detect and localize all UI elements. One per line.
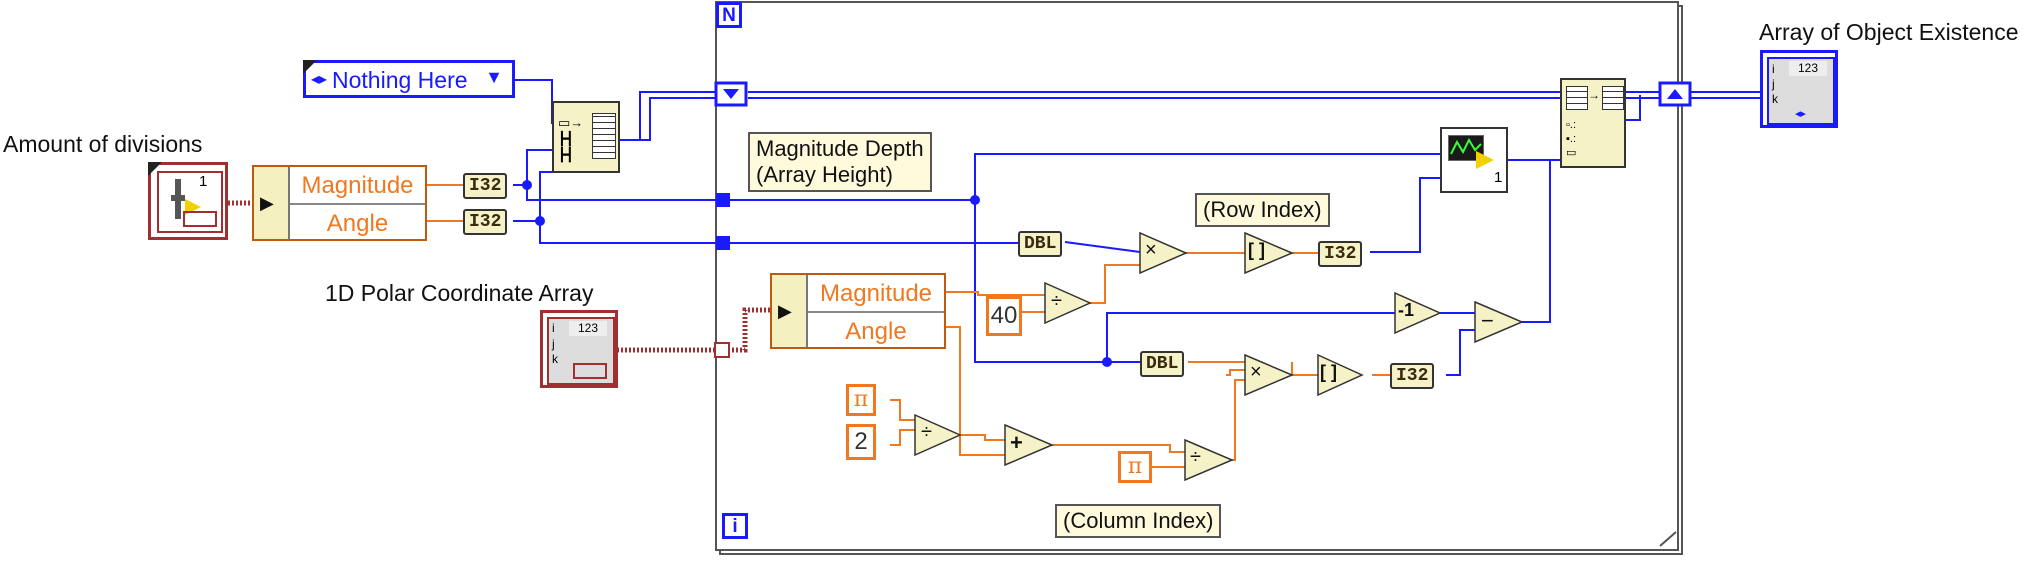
tunnel-cluster-array	[714, 342, 730, 358]
constant-pi-1[interactable]: π	[846, 384, 876, 416]
divide-node-40	[1044, 281, 1092, 325]
to-i32-magnitude[interactable]: I32	[463, 173, 508, 199]
out-index-j: j	[1772, 77, 1775, 91]
comment-line1: Magnitude Depth	[756, 136, 924, 161]
divide-node-pi	[1184, 438, 1234, 482]
constant-2[interactable]: 2	[846, 424, 876, 460]
amount-divisions-control[interactable]: 1	[148, 162, 228, 240]
divide-symbol-2: ÷	[921, 421, 932, 443]
label-amount-of-divisions: Amount of divisions	[3, 131, 203, 157]
replace-array-subset-node[interactable]: → ▫.:▪.:▭	[1560, 78, 1626, 168]
to-dbl-depth[interactable]: DBL	[1140, 351, 1185, 377]
add-node	[1004, 423, 1054, 467]
label-output-array: Array of Object Existence	[1759, 19, 2019, 45]
comment-magnitude-depth: Magnitude Depth (Array Height)	[748, 132, 932, 192]
round-node-row	[1244, 231, 1294, 275]
enum-arrow-icon: ◂▸	[311, 71, 328, 88]
constant-pi-2[interactable]: π	[1118, 451, 1152, 483]
cluster-wires	[228, 200, 770, 353]
numeric-icon: 123	[569, 321, 607, 336]
object-existence-indicator: i j k 123 ◂▸	[1760, 50, 1838, 128]
out-enum-arrow-icon: ◂▸	[1795, 108, 1807, 120]
divide-symbol-1: ÷	[1051, 290, 1062, 312]
subtract-node	[1474, 300, 1524, 344]
to-dbl-magnitude[interactable]: DBL	[1018, 231, 1063, 257]
inner-field-magnitude: Magnitude	[819, 280, 933, 307]
cluster-index-label: 1	[199, 173, 208, 190]
comment-column-index: (Column Index)	[1055, 504, 1222, 538]
unbundle-by-name-top[interactable]: ▶ Magnitude Angle	[252, 165, 427, 241]
multiply-symbol-2: ×	[1250, 361, 1262, 383]
decrement-symbol: -1	[1398, 300, 1415, 320]
multiply-node-col	[1244, 353, 1294, 397]
field-magnitude: Magnitude	[301, 172, 414, 199]
comment-row-index: (Row Index)	[1195, 193, 1330, 227]
array-icon: i j k 123	[547, 317, 615, 385]
cluster-icon: 1	[157, 171, 223, 233]
decrement-node	[1394, 291, 1442, 335]
divide-node-pi2	[914, 413, 962, 457]
field-angle: Angle	[290, 203, 425, 241]
out-numeric-icon: 123	[1789, 61, 1827, 76]
initialize-array-node[interactable]: ▭→┣┫┣┫	[552, 101, 620, 173]
blue-wires	[513, 79, 1760, 376]
to-i32-angle[interactable]: I32	[463, 209, 508, 235]
enum-corner-icon	[303, 60, 317, 74]
multiply-node-row	[1139, 231, 1188, 275]
tunnel-angle	[716, 236, 730, 250]
index-i: i	[552, 321, 555, 335]
replace-subset-icon: ▫.:▪.:▭	[1566, 119, 1577, 159]
unbundle-by-name-inner[interactable]: ▶ Magnitude Angle	[770, 273, 946, 349]
dropdown-icon[interactable]: ▼	[485, 67, 503, 87]
out-index-i: i	[1772, 62, 1775, 76]
unbundle-side: ▶	[254, 167, 290, 239]
index-k: k	[552, 352, 558, 366]
subvi-count-label: 1	[1494, 169, 1503, 186]
to-i32-col[interactable]: I32	[1390, 363, 1435, 389]
divide-symbol-3: ÷	[1190, 446, 1201, 468]
round-symbol-2: [ ]	[1320, 362, 1337, 382]
add-symbol: +	[1010, 430, 1023, 455]
output-array-icon: i j k 123 ◂▸	[1767, 57, 1835, 125]
to-i32-row[interactable]: I32	[1318, 241, 1363, 267]
index-j: j	[552, 337, 555, 351]
tunnel-magnitude	[716, 193, 730, 207]
orange-wires	[427, 184, 1390, 468]
round-node-col	[1317, 353, 1364, 397]
out-index-k: k	[1772, 92, 1778, 106]
round-symbol-1: [ ]	[1248, 240, 1265, 260]
loop-iteration-terminal: i	[722, 513, 748, 539]
enum-constant[interactable]: ◂▸ Nothing Here ▼	[303, 60, 515, 98]
unbundle-inner-side: ▶	[772, 275, 808, 347]
constant-40[interactable]: 40	[986, 296, 1022, 336]
subtract-symbol: −	[1481, 308, 1494, 333]
comment-line2: (Array Height)	[756, 162, 893, 187]
inner-field-angle: Angle	[808, 311, 944, 349]
subvi-node[interactable]: 1	[1440, 127, 1508, 193]
multiply-symbol-1: ×	[1145, 239, 1157, 261]
loop-count-terminal[interactable]: N	[716, 2, 742, 28]
enum-value: Nothing Here	[332, 67, 468, 93]
init-array-icon: ▭→┣┫┣┫	[558, 115, 584, 162]
polar-array-control[interactable]: i j k 123	[540, 310, 618, 388]
label-polar-array: 1D Polar Coordinate Array	[325, 280, 594, 306]
